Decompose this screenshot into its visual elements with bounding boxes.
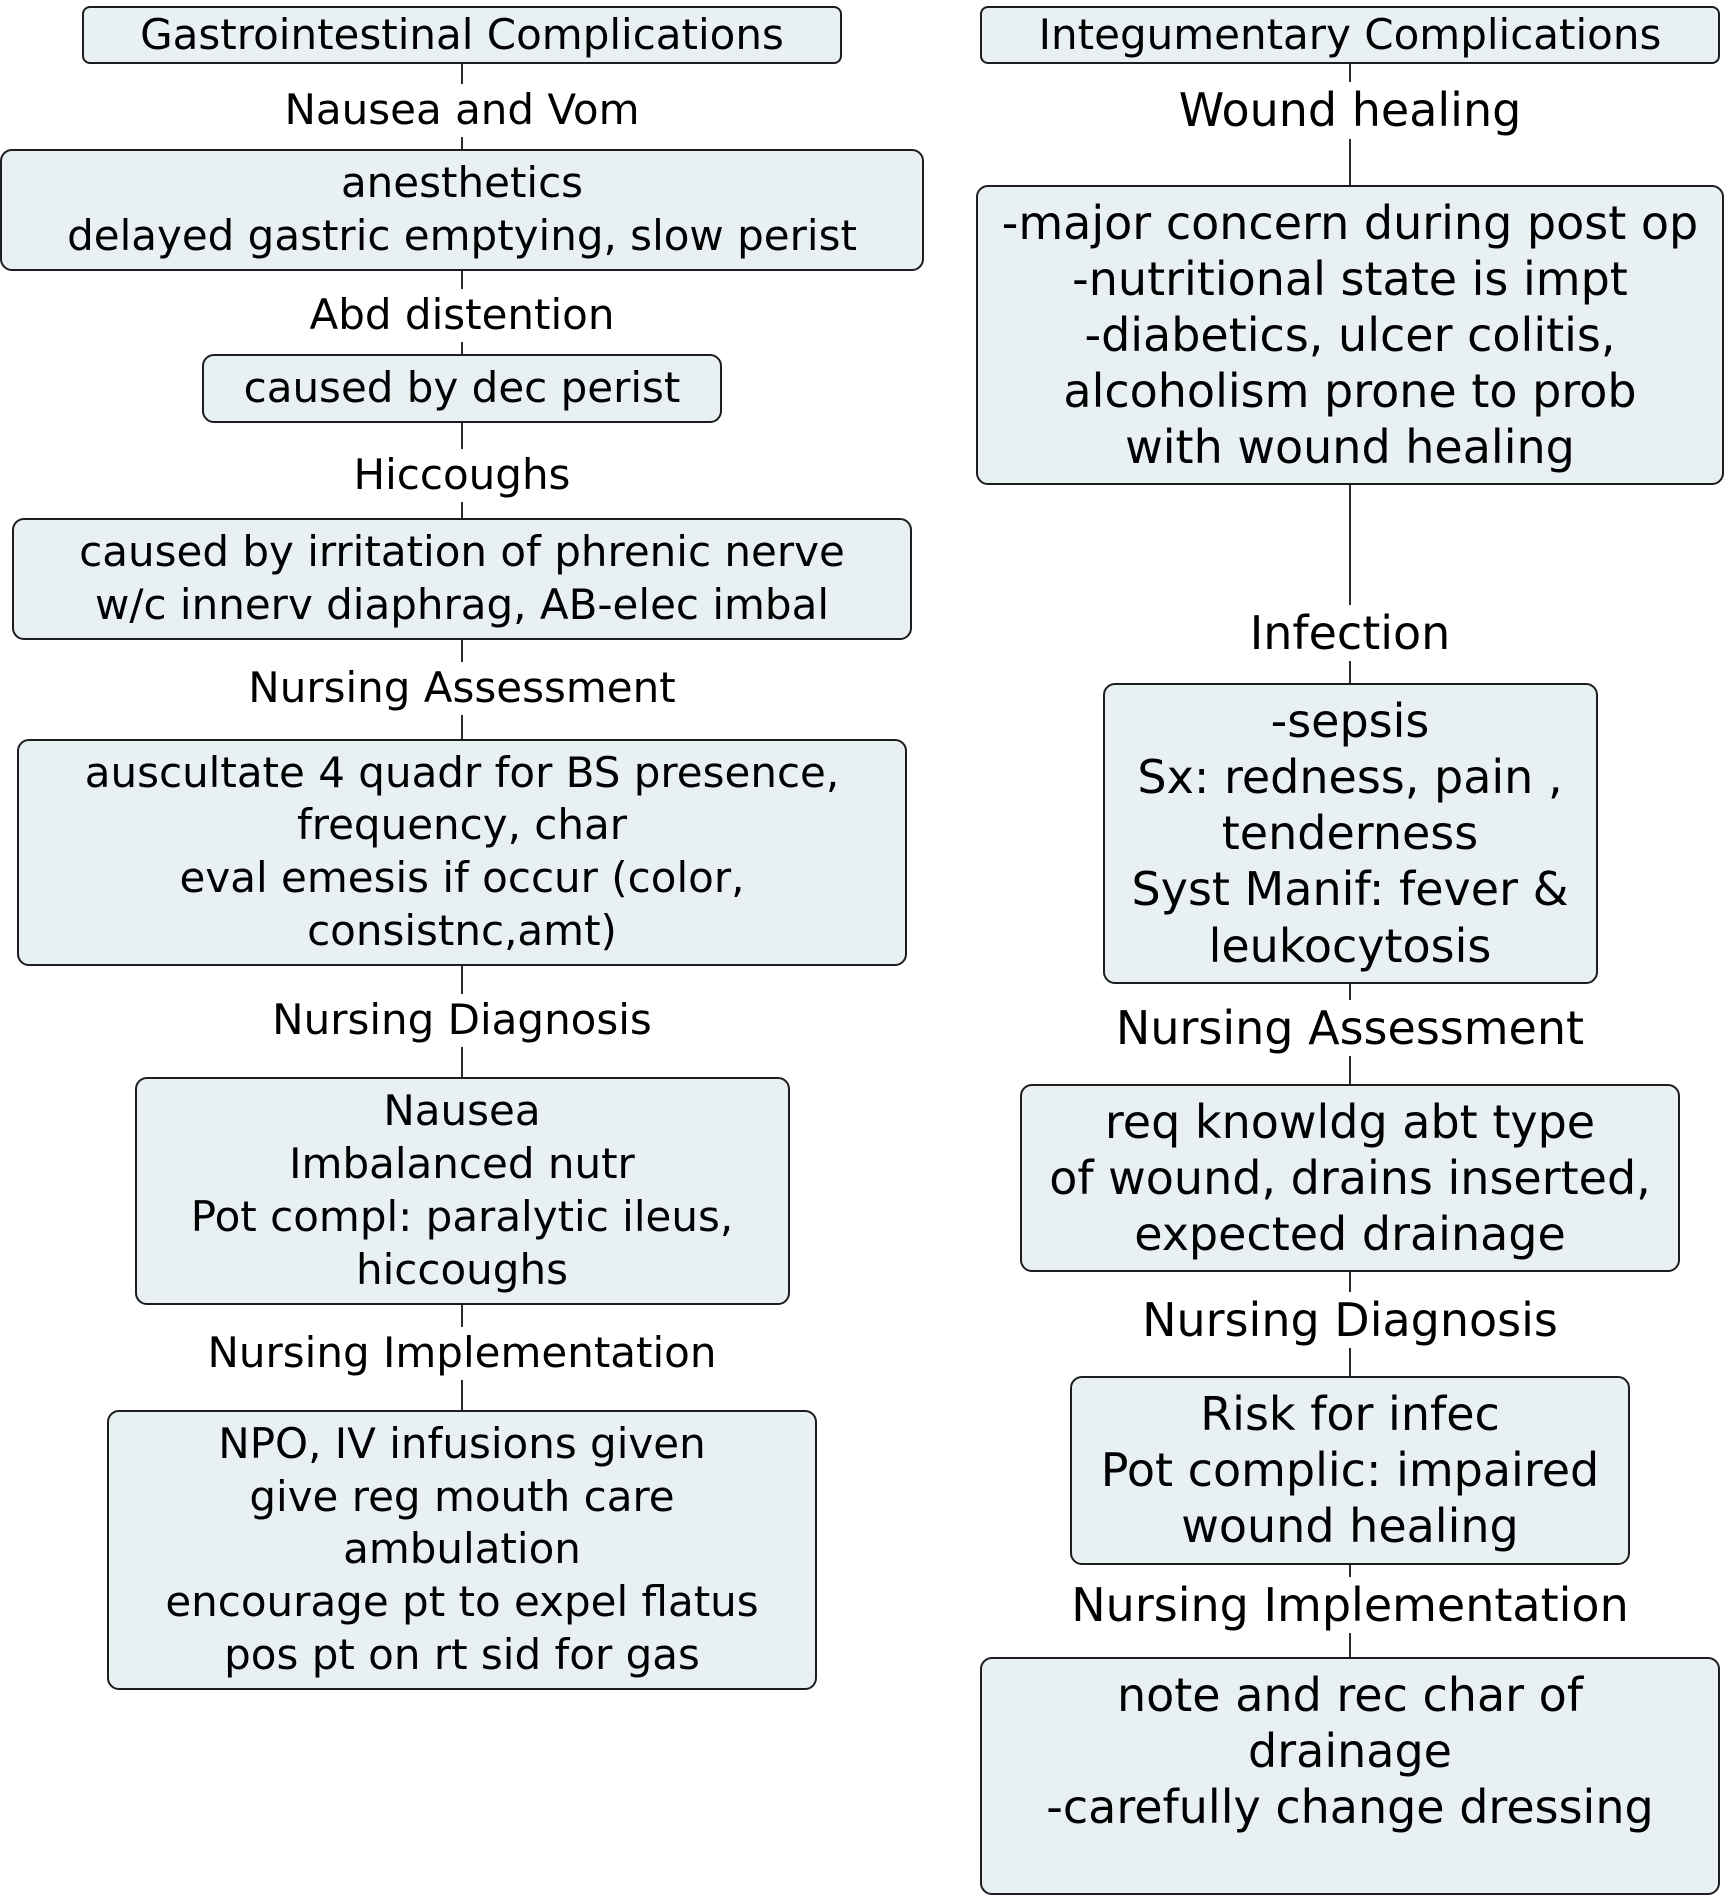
connector-line xyxy=(1349,983,1351,1000)
label-gastro-nursing-assessment: Nursing Assessment xyxy=(248,662,676,712)
integumentary-title-box: Integumentary Complications xyxy=(980,6,1720,65)
connector-line xyxy=(461,64,463,85)
label-hiccoughs: Hiccoughs xyxy=(353,449,571,499)
connector-line xyxy=(1349,1272,1351,1293)
box-infection-risk-diagnosis: Risk for infec Pot complic: impaired wou… xyxy=(1070,1376,1630,1565)
label-gastro-nursing-implementation: Nursing Implementation xyxy=(207,1327,717,1377)
connector-line xyxy=(1349,64,1351,83)
connector-line xyxy=(1349,1055,1351,1084)
box-npo-interventions: NPO, IV infusions given give reg mouth c… xyxy=(107,1409,817,1691)
connector-line xyxy=(461,639,463,662)
box-dressing-implementation: note and rec char of drainage -carefully… xyxy=(980,1656,1720,1895)
box-auscultate: auscultate 4 quadr for BS presence, freq… xyxy=(17,738,907,967)
connector-line xyxy=(461,501,463,518)
label-nausea-and-vom: Nausea and Vom xyxy=(284,85,640,135)
connector-line xyxy=(461,966,463,995)
connector-line xyxy=(1349,1348,1351,1377)
column-integumentary: Integumentary Complications Wound healin… xyxy=(976,6,1724,1895)
label-wound-healing: Wound healing xyxy=(1178,83,1522,138)
label-integ-nursing-implementation: Nursing Implementation xyxy=(1071,1577,1629,1632)
box-nausea-diagnosis: Nausea Imbalanced nutr Pot compl: paraly… xyxy=(134,1077,790,1305)
box-phrenic-nerve: caused by irritation of phrenic nerve w/… xyxy=(12,517,912,640)
connector-line xyxy=(461,342,463,355)
connector-line xyxy=(461,422,463,449)
connector-line xyxy=(1349,1632,1351,1657)
connector-line xyxy=(461,137,463,150)
column-gastrointestinal: Gastrointestinal Complications Nausea an… xyxy=(0,6,924,1691)
connector-line xyxy=(1349,1564,1351,1577)
box-caused-by-dec-perist: caused by dec perist xyxy=(202,354,722,423)
box-wound-assessment: req knowldg abt type of wound, drains in… xyxy=(1020,1083,1680,1273)
connector-line xyxy=(1349,661,1351,684)
label-gastro-nursing-diagnosis: Nursing Diagnosis xyxy=(272,995,652,1045)
label-abd-distention: Abd distention xyxy=(309,290,615,340)
connector-line xyxy=(461,1304,463,1327)
label-infection: Infection xyxy=(1249,606,1451,661)
connector-line xyxy=(461,1379,463,1410)
connector-line xyxy=(1349,138,1351,185)
connector-line xyxy=(1349,485,1351,606)
connector-line xyxy=(461,1047,463,1078)
connector-line xyxy=(461,271,463,290)
connector-line xyxy=(461,714,463,739)
box-wound-healing-notes: -major concern during post op -nutrition… xyxy=(976,184,1724,486)
label-integ-nursing-assessment: Nursing Assessment xyxy=(1115,1000,1585,1055)
box-infection-notes: -sepsis Sx: redness, pain , tenderness S… xyxy=(1102,683,1598,984)
gastro-title-box: Gastrointestinal Complications xyxy=(82,6,842,65)
box-anesthetics: anesthetics delayed gastric emptying, sl… xyxy=(0,149,924,272)
label-integ-nursing-diagnosis: Nursing Diagnosis xyxy=(1142,1293,1558,1348)
